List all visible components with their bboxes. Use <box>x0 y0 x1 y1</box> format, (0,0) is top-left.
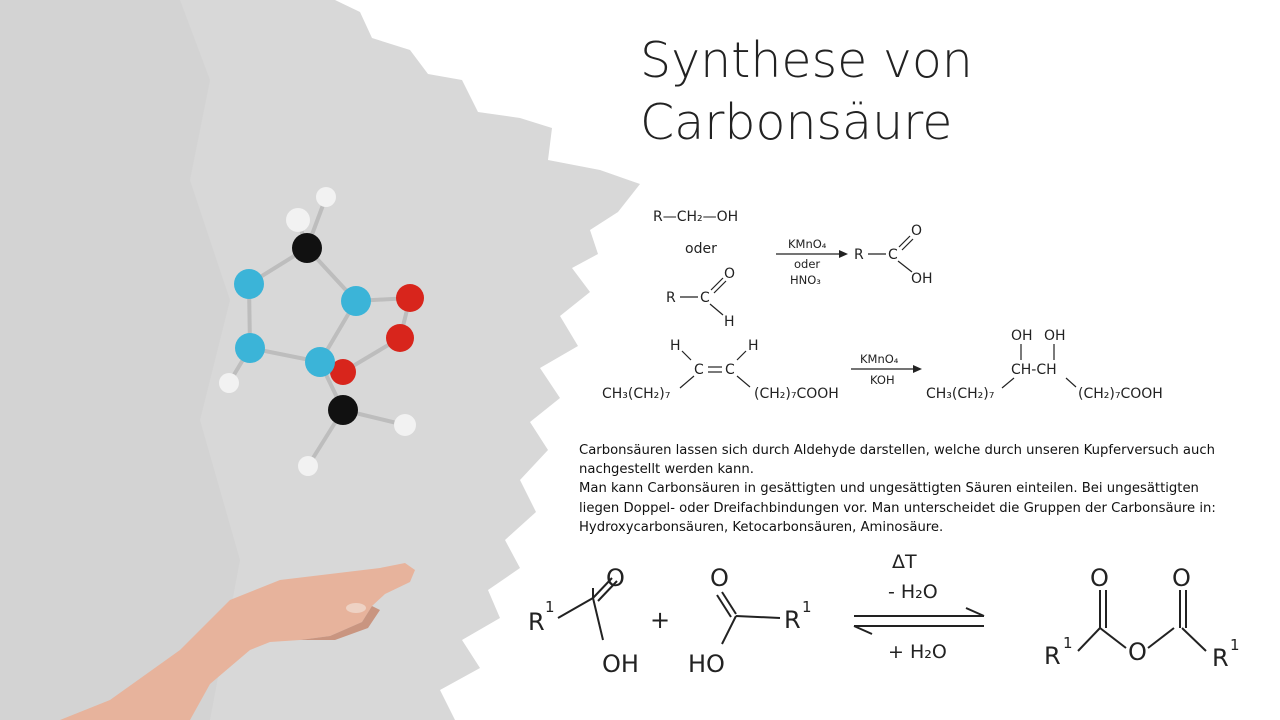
diol-ch-ch: CH-CH <box>1011 362 1057 378</box>
acid2-sup: 1 <box>802 598 812 616</box>
aldehyde-r: R <box>666 290 676 306</box>
diol-oh-2: OH <box>1044 328 1066 344</box>
diol-oh-1: OH <box>1011 328 1033 344</box>
reaction-1: R—CH₂—OH oder R C O H KMnO₄ oder HNO₃ R … <box>653 209 933 330</box>
diol-left-chain: CH₃(CH₂)₇ <box>926 386 994 402</box>
left-chain: CH₃(CH₂)₇ <box>602 386 670 402</box>
aldehyde-c: C <box>700 290 710 306</box>
anh-o-right: O <box>1172 564 1191 592</box>
alkene-h1: H <box>670 338 681 354</box>
paragraph-1: Carbonsäuren lassen sich durch Aldehyde … <box>579 443 1215 478</box>
anh-o-left: O <box>1090 564 1109 592</box>
acid1-o: O <box>606 564 625 592</box>
reagent-or: oder <box>794 257 820 271</box>
acid1-r: R <box>528 608 545 636</box>
anh-o-bridge: O <box>1128 638 1147 666</box>
anhydride-reaction: R 1 O OH + O HO R 1 ΔT - H₂O <box>528 551 1240 678</box>
page-title: Synthese von Carbonsäure <box>640 30 1260 154</box>
molecule-model <box>219 187 424 476</box>
aldehyde-o: O <box>724 266 735 282</box>
description-text: Carbonsäuren lassen sich durch Aldehyde … <box>579 441 1219 537</box>
or-label: oder <box>685 241 717 257</box>
anh-r-left: R <box>1044 642 1061 670</box>
alkene-c1: C <box>694 362 704 378</box>
reaction-2: CH₃(CH₂)₇ C C H H (CH₂)₇COOH KMnO₄ KOH O… <box>602 328 1163 402</box>
acid1-sup: 1 <box>545 598 555 616</box>
acid-c: C <box>888 247 898 263</box>
anh-sup-left: 1 <box>1063 634 1073 652</box>
acid1-oh: OH <box>602 650 639 678</box>
reagent-kmno4: KMnO₄ <box>788 237 827 251</box>
plus-water: + H₂O <box>888 641 947 663</box>
alkene-c2: C <box>725 362 735 378</box>
right-chain: (CH₂)₇COOH <box>754 386 839 402</box>
acid2-ho: HO <box>688 650 725 678</box>
title-line-2: Carbonsäure <box>640 94 953 151</box>
alcohol-formula: R—CH₂—OH <box>653 209 738 225</box>
acid-1: R 1 O OH <box>528 564 639 678</box>
acid-2: O HO R 1 <box>688 564 812 678</box>
acid2-o: O <box>710 564 729 592</box>
hand-illustration <box>60 563 415 720</box>
anh-sup-right: 1 <box>1230 636 1240 654</box>
anh-r-right: R <box>1212 644 1229 672</box>
diol-right-chain: (CH₂)₇COOH <box>1078 386 1163 402</box>
heat-label: ΔT <box>892 551 917 573</box>
minus-water: - H₂O <box>888 581 938 603</box>
alkene-h2: H <box>748 338 759 354</box>
reagent-hno3: HNO₃ <box>790 273 821 287</box>
acid-o: O <box>911 223 922 239</box>
reaction-scheme-top: R—CH₂—OH oder R C O H KMnO₄ oder HNO₃ R … <box>602 209 1163 402</box>
title-line-1: Synthese von <box>640 32 973 89</box>
reagent-kmno4-2: KMnO₄ <box>860 352 899 366</box>
acid-oh: OH <box>911 271 933 287</box>
aldehyde-h: H <box>724 314 735 330</box>
equilibrium-arrows: ΔT - H₂O + H₂O <box>853 551 985 663</box>
plus-sign: + <box>650 606 670 634</box>
reagent-koh: KOH <box>870 373 895 387</box>
acid-r: R <box>854 247 864 263</box>
paragraph-2: Man kann Carbonsäuren in gesättigten und… <box>579 481 1216 535</box>
anhydride: R 1 O O O R 1 <box>1044 564 1240 672</box>
acid2-r: R <box>784 606 801 634</box>
